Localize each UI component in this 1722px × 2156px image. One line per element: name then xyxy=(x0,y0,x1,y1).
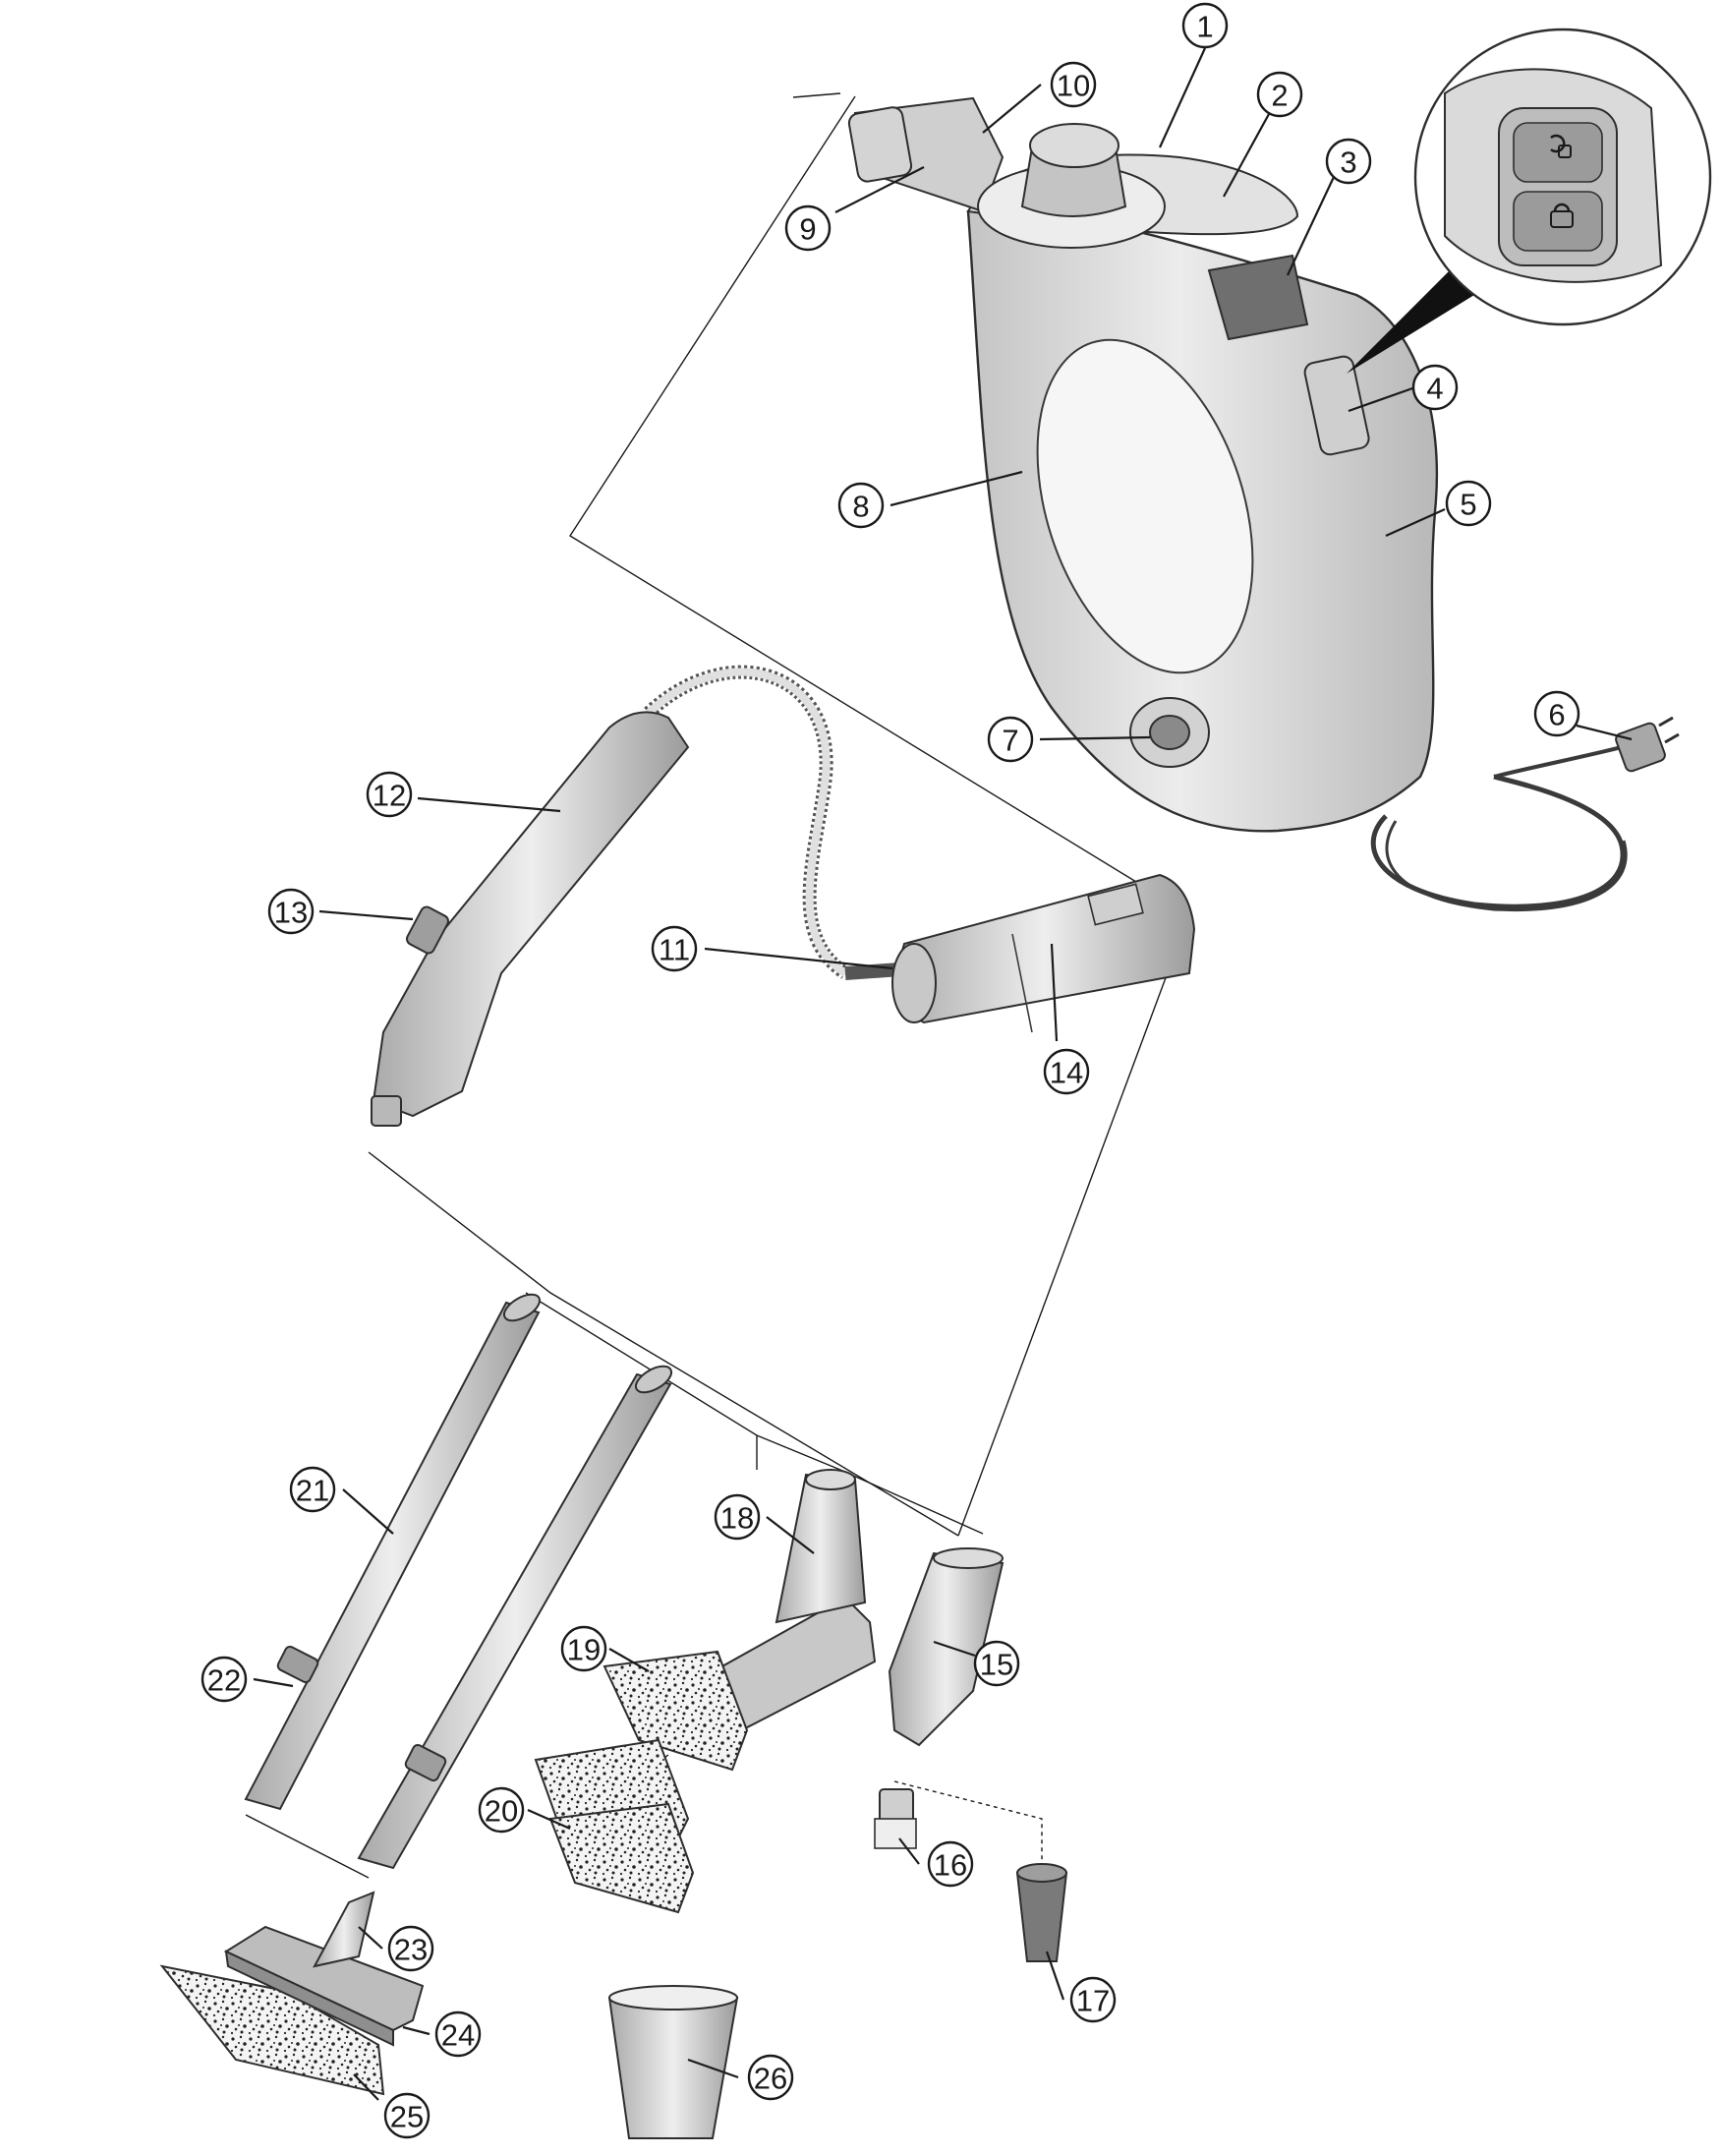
callout-20: 20 xyxy=(478,1786,525,1834)
callout-circle xyxy=(267,888,315,935)
callout-circle xyxy=(1533,690,1580,737)
callout-circle xyxy=(1325,138,1372,185)
microfibre-covers xyxy=(534,1650,749,1914)
callout-2: 2 xyxy=(1256,71,1303,118)
callout-number: 10 xyxy=(1057,69,1090,103)
callout-24: 24 xyxy=(434,2010,482,2058)
callout-6: 6 xyxy=(1533,690,1580,737)
callout-number: 19 xyxy=(567,1633,601,1667)
callout-circle xyxy=(434,2010,482,2058)
callout-18: 18 xyxy=(714,1493,761,1541)
callout-8: 8 xyxy=(837,482,885,529)
callout-circle xyxy=(1256,71,1303,118)
callout-number: 15 xyxy=(980,1648,1013,1682)
steam-cleaner-body xyxy=(847,96,1680,912)
callout-circle xyxy=(478,1786,525,1834)
callout-number: 3 xyxy=(1340,146,1356,180)
callout-number: 24 xyxy=(441,2018,475,2053)
steam-hose xyxy=(644,665,1196,1033)
callout-circle xyxy=(201,1656,248,1703)
callout-number: 9 xyxy=(799,212,816,247)
callout-15: 15 xyxy=(973,1640,1020,1687)
callout-circle xyxy=(651,925,698,972)
callout-circle xyxy=(560,1625,607,1672)
callout-circle xyxy=(927,1840,974,1888)
callout-number: 7 xyxy=(1002,724,1018,758)
callout-21: 21 xyxy=(289,1466,336,1513)
callout-10: 10 xyxy=(1050,61,1097,108)
extension-tube-right xyxy=(357,1365,673,1870)
callout-number: 5 xyxy=(1460,488,1476,522)
callout-circle xyxy=(714,1493,761,1541)
floor-nozzle xyxy=(223,1891,425,2047)
round-brush-small xyxy=(874,1788,917,1849)
callout-circle xyxy=(837,482,885,529)
callout-1: 1 xyxy=(1181,2,1229,49)
callout-number: 16 xyxy=(934,1848,967,1883)
lock-switch-detail xyxy=(1347,28,1712,374)
group-lines xyxy=(245,92,1190,1879)
callout-circle xyxy=(1043,1048,1090,1095)
callout-number: 17 xyxy=(1076,1984,1110,2018)
callout-circle xyxy=(987,716,1034,763)
callout-number: 14 xyxy=(1050,1056,1083,1090)
callout-number: 18 xyxy=(720,1501,754,1536)
callout-19: 19 xyxy=(560,1625,607,1672)
steam-gun-handle xyxy=(371,711,690,1127)
callout-number: 8 xyxy=(852,490,869,524)
callout-circle xyxy=(289,1466,336,1513)
callout-3: 3 xyxy=(1325,138,1372,185)
callout-circle xyxy=(1181,2,1229,49)
callout-number: 23 xyxy=(394,1933,428,1967)
callout-circle xyxy=(747,2054,794,2101)
callout-number: 25 xyxy=(390,2100,424,2134)
callout-number: 6 xyxy=(1548,698,1565,732)
callout-circle xyxy=(1445,480,1492,527)
floor-cloth xyxy=(159,1964,385,2096)
callout-circle xyxy=(1411,364,1459,411)
callout-number: 12 xyxy=(373,779,406,813)
leader-lines xyxy=(253,47,1633,2101)
callout-circle xyxy=(366,771,413,818)
callout-14: 14 xyxy=(1043,1048,1090,1095)
round-brush-large xyxy=(1015,1863,1068,1962)
callout-number: 26 xyxy=(754,2062,787,2096)
measuring-cup xyxy=(607,1985,739,2139)
callout-9: 9 xyxy=(784,204,832,252)
callout-circle xyxy=(973,1640,1020,1687)
callout-number: 4 xyxy=(1426,372,1443,406)
callout-25: 25 xyxy=(383,2092,430,2139)
callout-number: 20 xyxy=(485,1794,518,1829)
callout-16: 16 xyxy=(927,1840,974,1888)
callout-7: 7 xyxy=(987,716,1034,763)
callout-number: 22 xyxy=(207,1663,241,1698)
callout-number: 21 xyxy=(296,1474,329,1508)
callout-5: 5 xyxy=(1445,480,1492,527)
callout-number: 13 xyxy=(274,896,308,930)
callout-22: 22 xyxy=(201,1656,248,1703)
callout-number: 1 xyxy=(1196,10,1213,44)
callout-circle xyxy=(383,2092,430,2139)
callout-circle xyxy=(387,1925,434,1972)
extension-tube-left xyxy=(244,1293,542,1811)
part-number-callouts: 1234567891011121314151617181920212223242… xyxy=(201,2,1580,2139)
callout-number: 2 xyxy=(1271,79,1288,113)
callout-13: 13 xyxy=(267,888,315,935)
callout-number: 11 xyxy=(659,933,690,967)
callout-circle xyxy=(1050,61,1097,108)
callout-circle xyxy=(784,204,832,252)
callout-17: 17 xyxy=(1069,1976,1117,2023)
callout-12: 12 xyxy=(366,771,413,818)
callout-4: 4 xyxy=(1411,364,1459,411)
callout-23: 23 xyxy=(387,1925,434,1972)
callout-11: 11 xyxy=(651,925,698,972)
callout-circle xyxy=(1069,1976,1117,2023)
point-jet-nozzle xyxy=(888,1547,1004,1747)
callout-26: 26 xyxy=(747,2054,794,2101)
